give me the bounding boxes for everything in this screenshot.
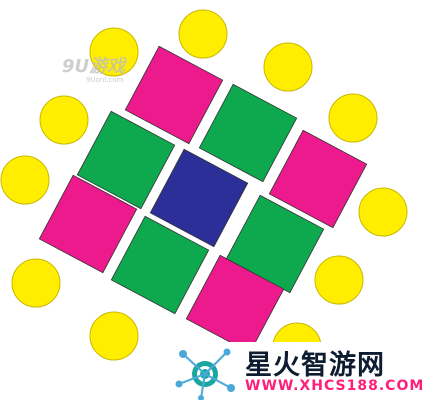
yellow-circle xyxy=(11,258,61,308)
tile-blue xyxy=(149,148,249,248)
tile-green xyxy=(76,110,176,210)
tile-green xyxy=(198,83,298,183)
yellow-circle xyxy=(178,9,228,59)
tile-magenta xyxy=(185,254,285,354)
yellow-circle xyxy=(89,311,139,361)
tile-green xyxy=(110,215,210,315)
network-nodes-icon xyxy=(175,348,235,400)
brand-banner xyxy=(165,342,426,401)
watermark-logo: 9U游戏 xyxy=(62,56,126,77)
brand-url: WWW.XHCS188.COM xyxy=(245,378,425,394)
brand-title: 星火智游网 xyxy=(245,350,385,381)
square-tiles xyxy=(38,45,368,354)
yellow-circle xyxy=(89,27,139,77)
yellow-circle xyxy=(358,187,408,237)
yellow-circle xyxy=(39,95,89,145)
tile-magenta xyxy=(268,129,368,229)
yellow-circle xyxy=(314,255,364,305)
yellow-circle xyxy=(263,42,313,92)
tile-magenta xyxy=(38,174,138,274)
yellow-circle xyxy=(328,93,378,143)
watermark-url: 9Uonl.com xyxy=(86,76,124,84)
yellow-circle xyxy=(0,155,50,205)
tile-magenta xyxy=(124,45,224,145)
